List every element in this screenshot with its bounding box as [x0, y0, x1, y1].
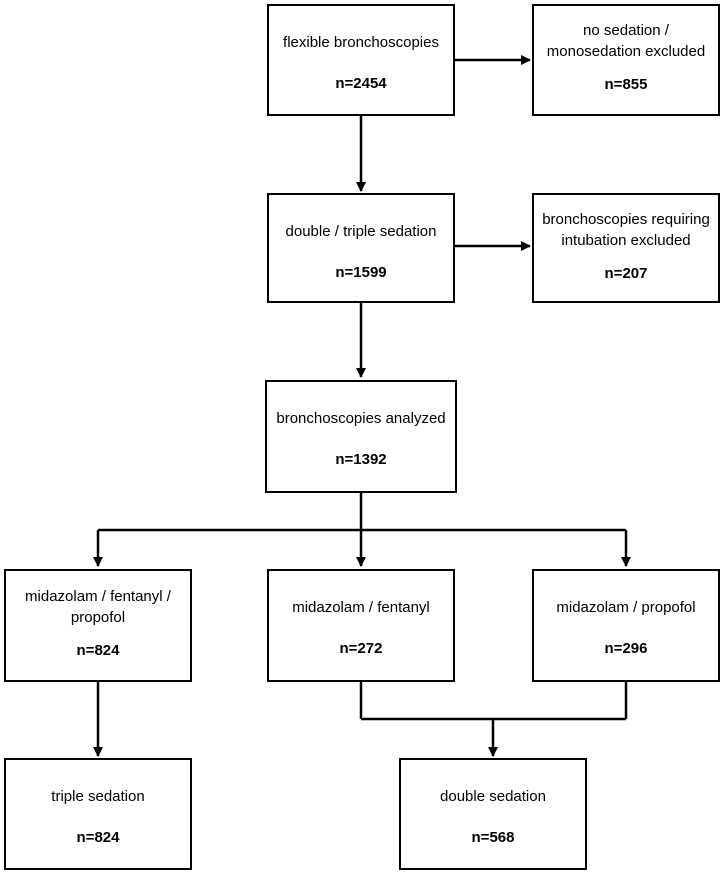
box-label: midazolam / propofol [556, 599, 696, 616]
box-flexible-bronchoscopies: flexible bronchoscopies n=2454 [267, 4, 455, 116]
box-count: n=207 [604, 265, 648, 282]
box-excluded-intubation: bronchoscopies requiring intubation excl… [532, 193, 720, 303]
box-count: n=272 [339, 640, 383, 657]
box-count: n=568 [471, 829, 515, 846]
box-midazolam-fentanyl-propofol: midazolam / fentanyl / propofol n=824 [4, 569, 192, 682]
box-excluded-sedation: no sedation / monosedation excluded n=85… [532, 4, 720, 116]
box-label: bronchoscopies requiring intubation excl… [542, 211, 710, 249]
box-count: n=855 [604, 76, 648, 93]
box-label: double / triple sedation [285, 223, 437, 240]
box-double-triple-sedation: double / triple sedation n=1599 [267, 193, 455, 303]
box-label: no sedation / monosedation excluded [546, 22, 706, 60]
box-triple-sedation: triple sedation n=824 [4, 758, 192, 870]
box-label: flexible bronchoscopies [283, 34, 439, 51]
box-label: triple sedation [51, 788, 145, 805]
box-count: n=1392 [335, 451, 387, 468]
box-label: midazolam / fentanyl [292, 599, 430, 616]
box-count: n=296 [604, 640, 648, 657]
box-label: bronchoscopies analyzed [276, 410, 446, 427]
box-label: midazolam / fentanyl / propofol [25, 588, 171, 626]
box-label: double sedation [440, 788, 546, 805]
box-bronchoscopies-analyzed: bronchoscopies analyzed n=1392 [265, 380, 457, 493]
box-count: n=824 [76, 829, 120, 846]
box-midazolam-fentanyl: midazolam / fentanyl n=272 [267, 569, 455, 682]
box-count: n=1599 [335, 264, 387, 281]
box-midazolam-propofol: midazolam / propofol n=296 [532, 569, 720, 682]
box-count: n=824 [76, 642, 120, 659]
box-double-sedation: double sedation n=568 [399, 758, 587, 870]
box-count: n=2454 [335, 75, 387, 92]
